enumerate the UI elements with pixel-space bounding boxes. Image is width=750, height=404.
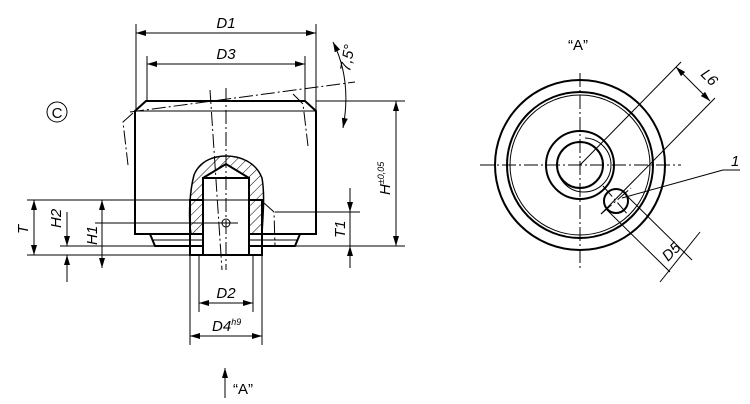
label-L6: L6 <box>697 66 721 90</box>
extension-line <box>579 61 682 166</box>
label-D4-main: D4 <box>212 318 231 335</box>
label-D5: D5 <box>659 239 685 265</box>
label-T: T <box>15 223 32 234</box>
hole-circle <box>603 188 629 214</box>
copyright-symbol-text: C <box>52 105 63 122</box>
label-H: H±0,05 <box>376 161 394 195</box>
item-number: 1 <box>731 153 739 170</box>
label-D3: D3 <box>216 46 236 63</box>
tilted-spigot-outline <box>263 202 276 247</box>
tilted-outline-right <box>292 93 309 147</box>
hole-center-line <box>600 187 632 215</box>
tilted-outline-left <box>122 112 134 166</box>
tilt-line <box>129 81 356 113</box>
view-arrow-label: “A” <box>233 381 253 398</box>
label-D2: D2 <box>216 285 236 302</box>
leader-line <box>621 169 724 199</box>
label-D4-tolerance: h9 <box>231 317 241 327</box>
label-angle: 7,5° <box>337 43 358 72</box>
label-H-tolerance: ±0,05 <box>376 161 386 184</box>
label-H-main: H <box>377 184 394 195</box>
dim-L6 <box>675 66 711 102</box>
view-title: “A” <box>568 37 588 54</box>
copyright-circle-icon <box>46 101 68 123</box>
extension-line <box>623 192 693 261</box>
hole-center-line <box>602 185 630 217</box>
dim-D5 <box>659 231 701 283</box>
label-H2: H2 <box>48 208 65 228</box>
extension-line <box>600 97 716 215</box>
label-T1: T1 <box>332 220 349 238</box>
label-D4: D4h9 <box>212 317 241 335</box>
extension-line <box>606 209 671 273</box>
end-view: “A” L6 D5 1 <box>480 37 740 283</box>
dim-angle <box>332 41 348 129</box>
label-D1: D1 <box>216 15 235 32</box>
label-H1: H1 <box>84 226 101 245</box>
side-view: D1 D3 7,5° C H±0,05 T1 T H2 <box>15 15 405 398</box>
thread-arc <box>556 137 612 193</box>
tilted-center-line <box>209 89 223 271</box>
